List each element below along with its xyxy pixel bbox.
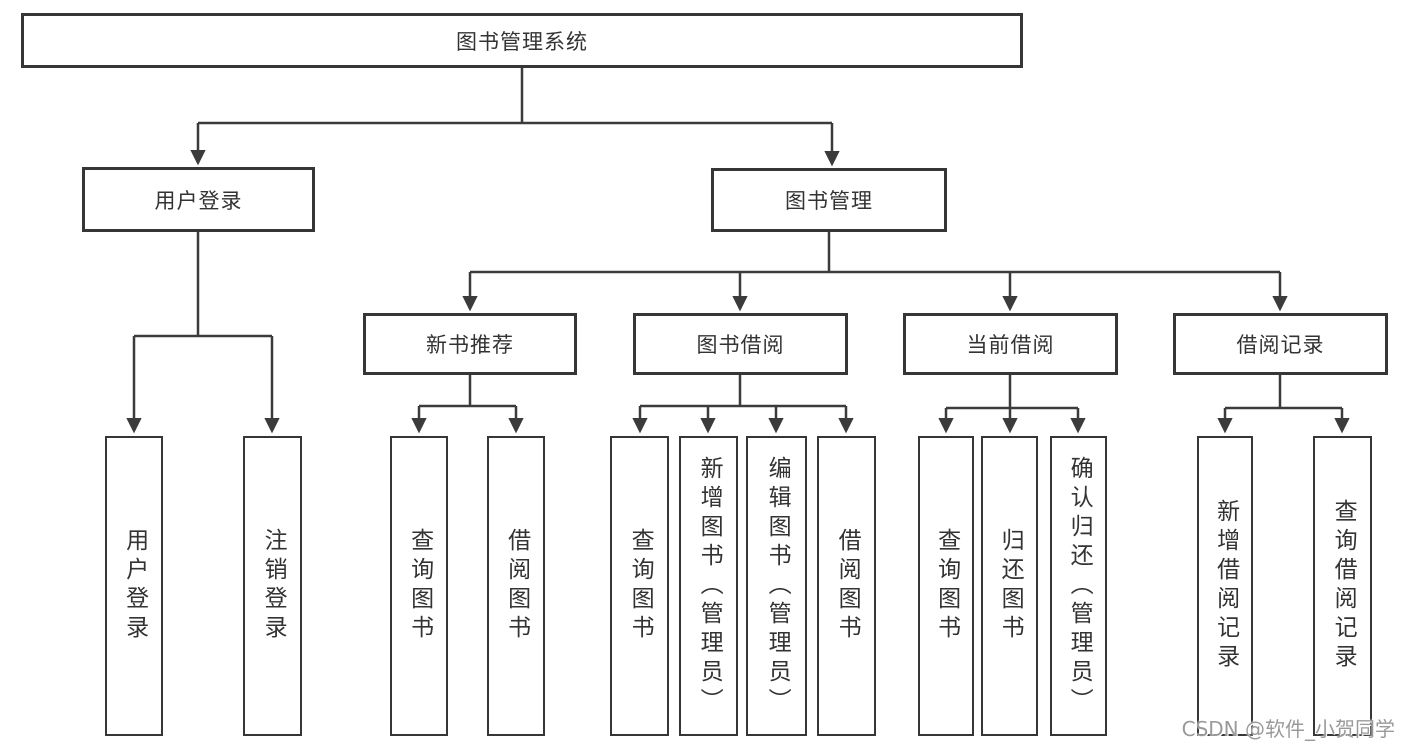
leaf-query-books-current: 查询图书 (918, 436, 974, 736)
leaf-user-login-label: 用户登录 (121, 528, 148, 644)
node-book-borrow-label: 图书借阅 (696, 333, 785, 357)
leaf-add-borrow-record: 新增借阅记录 (1197, 436, 1253, 736)
node-book-management-label: 图书管理 (785, 189, 873, 213)
node-book-management: 图书管理 (711, 168, 947, 232)
node-user-login-label: 用户登录 (154, 188, 243, 213)
leaf-query-borrow-record: 查询借阅记录 (1313, 436, 1372, 736)
node-root-library-management-system: 图书管理系统 (21, 13, 1023, 68)
leaf-query-books-recommend-label: 查询图书 (406, 528, 433, 644)
node-book-borrow: 图书借阅 (633, 313, 848, 375)
leaf-edit-books-admin-label: 编辑图书（管理员） (764, 455, 791, 717)
csdn-watermark: CSDN @软件_小贺同学 (1181, 717, 1395, 741)
edges-root-to-level2 (190, 68, 840, 167)
leaf-query-books-recommend: 查询图书 (390, 436, 448, 736)
leaf-user-login: 用户登录 (105, 436, 163, 736)
node-current-borrow: 当前借阅 (903, 313, 1118, 375)
edges-borrow-records-children (1217, 375, 1350, 434)
node-borrow-records-label: 借阅记录 (1236, 333, 1325, 357)
leaf-query-borrow-record-label: 查询借阅记录 (1330, 499, 1357, 673)
leaf-borrow-books-recommend: 借阅图书 (487, 436, 545, 736)
leaf-return-books-label: 归还图书 (997, 528, 1024, 644)
edges-book-borrow-children (632, 375, 854, 434)
leaf-add-books-admin: 新增图书（管理员） (679, 436, 738, 736)
leaf-query-books-current-label: 查询图书 (933, 528, 960, 644)
leaf-query-books-borrow: 查询图书 (610, 436, 669, 736)
node-user-login: 用户登录 (82, 167, 315, 232)
leaf-confirm-return-admin-label: 确认归还（管理员） (1066, 455, 1093, 717)
node-current-borrow-label: 当前借阅 (966, 333, 1055, 357)
leaf-query-books-borrow-label: 查询图书 (627, 528, 654, 644)
edges-book-management-children (462, 232, 1288, 312)
node-new-book-recommend: 新书推荐 (363, 313, 577, 375)
leaf-confirm-return-admin: 确认归还（管理员） (1050, 436, 1107, 736)
edges-current-borrow-children (938, 375, 1086, 434)
node-borrow-records: 借阅记录 (1173, 313, 1388, 375)
edges-user-login-children (126, 232, 280, 434)
edges-new-book-recommend-children (411, 375, 524, 434)
node-root-label: 图书管理系统 (456, 29, 588, 54)
leaf-edit-books-admin: 编辑图书（管理员） (746, 436, 807, 736)
leaf-borrow-books: 借阅图书 (817, 436, 876, 736)
leaf-borrow-books-label: 借阅图书 (834, 528, 861, 644)
leaf-logout-label: 注销登录 (260, 528, 287, 644)
leaf-add-borrow-record-label: 新增借阅记录 (1212, 499, 1239, 673)
node-new-book-recommend-label: 新书推荐 (426, 333, 514, 357)
leaf-return-books: 归还图书 (981, 436, 1038, 736)
leaf-borrow-books-recommend-label: 借阅图书 (503, 528, 530, 644)
leaf-logout: 注销登录 (243, 436, 302, 736)
leaf-add-books-admin-label: 新增图书（管理员） (696, 455, 723, 717)
